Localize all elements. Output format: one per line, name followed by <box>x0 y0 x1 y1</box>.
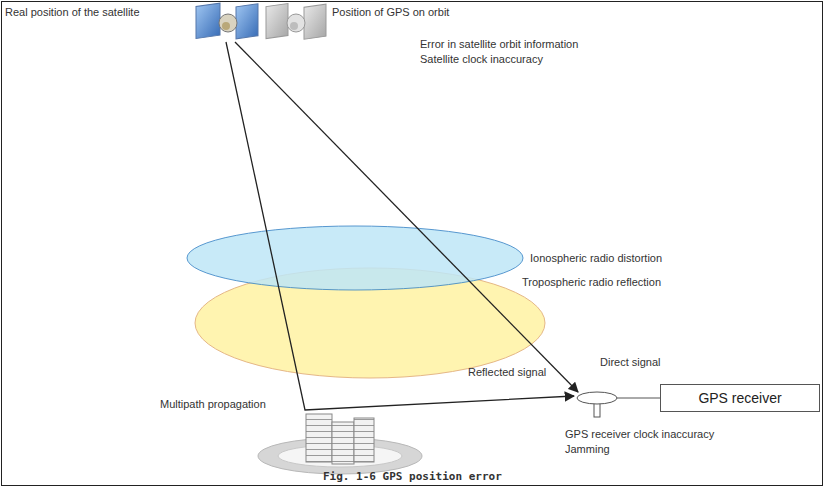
ionosphere-layer <box>187 226 523 290</box>
building-icon <box>258 414 422 474</box>
annotation-label: Tropospheric radio reflection <box>522 276 661 289</box>
annotation-label: Position of GPS on orbit <box>332 6 449 19</box>
direct-signal-path <box>235 42 578 392</box>
annotation-label: Error in satellite orbit information <box>420 38 578 51</box>
annotation-label: Satellite clock inaccuracy <box>420 53 543 66</box>
box-label: GPS receiver <box>698 390 781 406</box>
annotation-label: Real position of the satellite <box>5 6 140 19</box>
annotation-label: GPS receiver clock inaccuracy <box>565 428 714 441</box>
receiver-antenna <box>577 392 660 417</box>
device-box: GPS receiver <box>660 384 820 412</box>
satellite-icon <box>196 3 258 39</box>
annotation-label: Reflected signal <box>468 366 546 379</box>
satellite-icon <box>266 4 326 40</box>
figure-caption: Fig. 1-6 GPS position error <box>323 470 502 483</box>
annotation-label: Jamming <box>565 443 610 456</box>
reflected-signal-path <box>226 42 574 410</box>
annotation-label: Direct signal <box>600 356 661 369</box>
annotation-label: Multipath propagation <box>160 398 266 411</box>
annotation-label: Ionospheric radio distortion <box>530 252 662 265</box>
